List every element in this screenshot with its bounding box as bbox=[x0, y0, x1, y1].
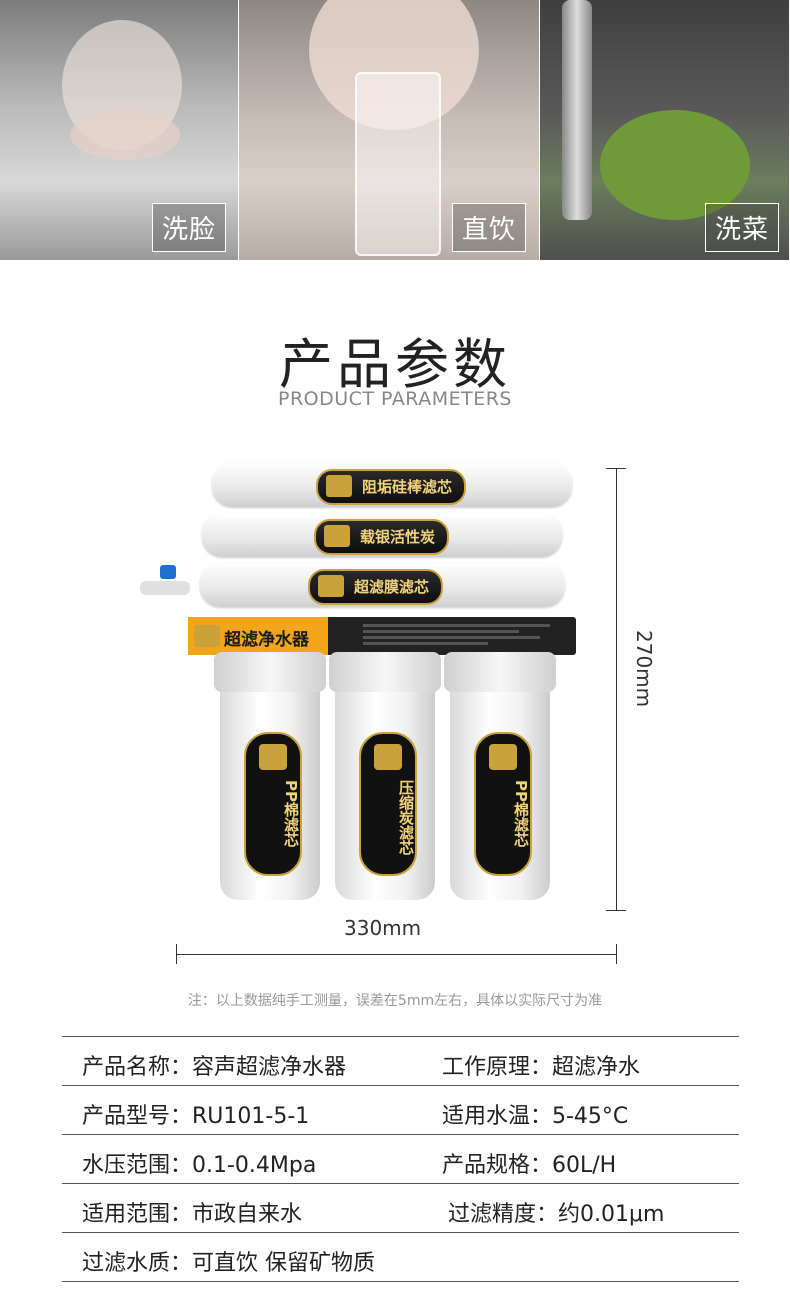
spec-cell: 过滤水质：可直饮 保留矿物质 bbox=[82, 1251, 375, 1276]
spec-cell: 产品规格：60L/H bbox=[442, 1153, 617, 1178]
table-row: 适用范围：市政自来水 过滤精度：约0.01μm bbox=[62, 1183, 739, 1232]
width-dimension-label: 330mm bbox=[344, 916, 422, 940]
vessel-label: 压缩炭滤芯 bbox=[359, 732, 417, 876]
product-image: 阻垢硅棒滤芯 载银活性炭 超滤膜滤芯 超滤净水器 bbox=[140, 455, 600, 905]
dimension-tick bbox=[606, 910, 626, 911]
lettuce-shape bbox=[600, 110, 750, 220]
horizontal-cartridge: 超滤膜滤芯 bbox=[200, 563, 565, 607]
person-face bbox=[309, 0, 479, 130]
spec-cell: 水压范围：0.1-0.4Mpa bbox=[82, 1153, 317, 1178]
glass-shape bbox=[355, 72, 441, 256]
spec-cell: 过滤精度：约0.01μm bbox=[448, 1202, 665, 1227]
cartridge-label: 载银活性炭 bbox=[314, 519, 450, 555]
vessel-label: PP棉滤芯 bbox=[474, 732, 532, 876]
brand-logo-icon bbox=[489, 744, 517, 770]
section-title: 产品参数 bbox=[279, 333, 511, 396]
spec-cell: 适用范围：市政自来水 bbox=[82, 1202, 303, 1227]
usage-label: 洗脸 bbox=[151, 203, 226, 252]
dimension-tick bbox=[176, 944, 177, 964]
table-row: 产品型号：RU101-5-1 适用水温：5-45°C bbox=[62, 1085, 739, 1134]
faucet-shape bbox=[562, 0, 592, 220]
hands-shape bbox=[70, 110, 180, 160]
brand-logo-icon bbox=[326, 475, 352, 497]
spec-cell: 产品型号：RU101-5-1 bbox=[82, 1104, 310, 1129]
horizontal-cartridge: 阻垢硅棒滤芯 bbox=[212, 463, 572, 507]
mounting-bracket: 超滤净水器 bbox=[188, 617, 576, 655]
cartridge-label: 超滤膜滤芯 bbox=[308, 569, 444, 605]
spec-table: 产品名称：容声超滤净水器 工作原理：超滤净水 产品型号：RU101-5-1 适用… bbox=[62, 1036, 739, 1282]
height-dimension-line bbox=[616, 468, 617, 910]
inlet-valve-icon bbox=[140, 565, 190, 605]
brand-logo-icon bbox=[374, 744, 402, 770]
table-row: 产品名称：容声超滤净水器 工作原理：超滤净水 bbox=[62, 1036, 739, 1085]
dimension-tick bbox=[606, 468, 626, 469]
usage-photo-vegetable-wash: 洗菜 bbox=[540, 0, 789, 260]
table-row: 水压范围：0.1-0.4Mpa 产品规格：60L/H bbox=[62, 1134, 739, 1183]
brand-logo-icon bbox=[324, 525, 350, 547]
usage-strip: 洗脸 直饮 洗菜 bbox=[0, 0, 790, 260]
filter-vessel: PP棉滤芯 bbox=[444, 652, 556, 900]
usage-label: 洗菜 bbox=[704, 203, 779, 252]
usage-photo-drinking: 直饮 bbox=[239, 0, 539, 260]
cartridge-label: 阻垢硅棒滤芯 bbox=[316, 469, 467, 505]
spec-cell: 工作原理：超滤净水 bbox=[442, 1055, 641, 1080]
vessel-label: PP棉滤芯 bbox=[244, 732, 302, 876]
usage-label: 直饮 bbox=[451, 203, 526, 252]
section-subtitle: PRODUCT PARAMETERS bbox=[277, 388, 512, 410]
brand-logo-icon bbox=[318, 575, 344, 597]
filter-vessel: PP棉滤芯 bbox=[214, 652, 326, 900]
filter-vessel: 压缩炭滤芯 bbox=[329, 652, 441, 900]
brand-logo-icon bbox=[259, 744, 287, 770]
bracket-product-name: 超滤净水器 bbox=[224, 630, 309, 650]
usage-photo-face-wash: 洗脸 bbox=[0, 0, 238, 260]
dimension-tick bbox=[616, 944, 617, 964]
width-dimension-line bbox=[176, 954, 616, 955]
bracket-spec-plate bbox=[363, 621, 571, 651]
measurement-note: 注：以上数据纯手工测量，误差在5mm左右，具体以实际尺寸为准 bbox=[187, 993, 603, 1009]
horizontal-cartridge: 载银活性炭 bbox=[202, 513, 562, 557]
bracket-badge: 超滤净水器 bbox=[188, 617, 328, 655]
height-dimension-label: 270mm bbox=[632, 630, 656, 708]
table-row: 过滤水质：可直饮 保留矿物质 bbox=[62, 1232, 739, 1282]
brand-logo-icon bbox=[194, 625, 220, 647]
spec-cell: 适用水温：5-45°C bbox=[442, 1104, 629, 1129]
spec-cell: 产品名称：容声超滤净水器 bbox=[82, 1055, 347, 1080]
